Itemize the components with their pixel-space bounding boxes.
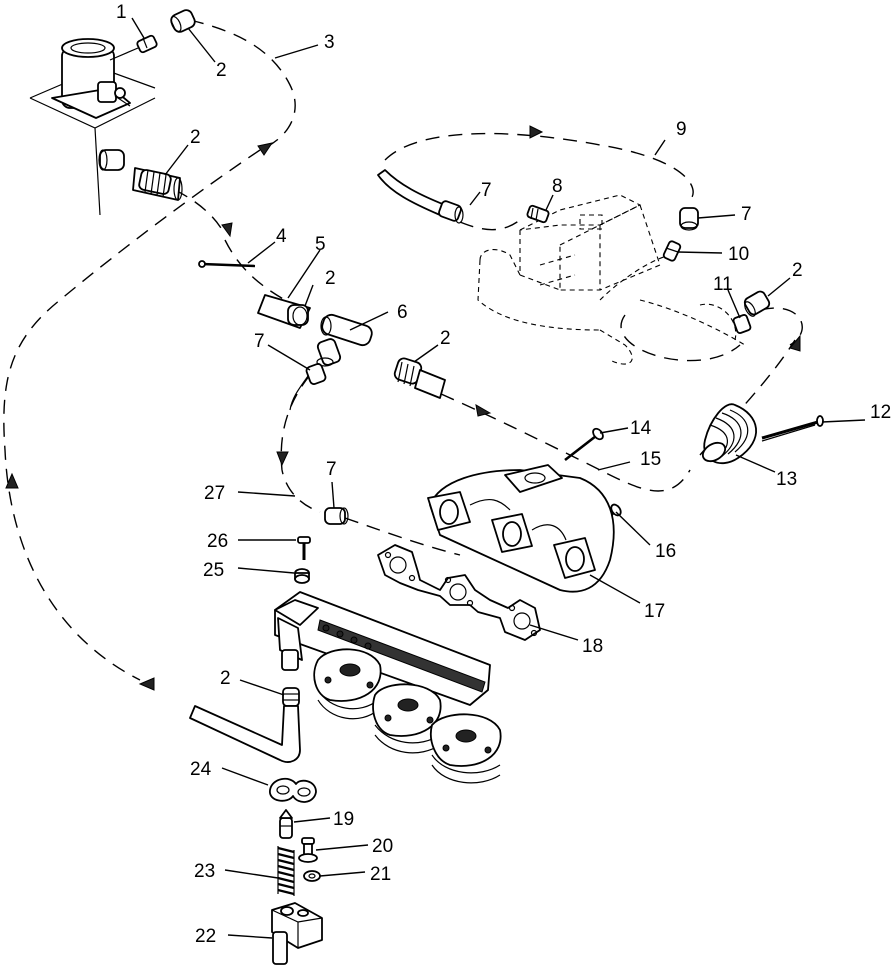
flow-arrows [5,125,801,691]
callout-11: 11 [713,274,733,295]
callout-22: 22 [195,926,216,947]
wire-tie-part-4 [198,260,256,268]
hose-part-9 [377,169,446,216]
fitting-part-8 [526,204,550,224]
fitting-part-10 [662,240,682,262]
hose-part-5 [257,294,311,329]
callout-4: 4 [276,226,287,247]
callout-19: 19 [333,809,354,830]
fitting-part-7-upper [438,200,464,224]
callout-2: 2 [190,127,201,148]
callout-labels: 1 2 3 2 9 7 8 7 4 5 10 2 11 2 6 7 2 12 1… [116,2,891,947]
screw-part-14 [564,427,604,462]
bolt-part-26 [297,536,311,560]
callout-16: 16 [655,541,676,562]
callout-7: 7 [481,180,492,201]
washer-part-21 [303,870,321,882]
hose-clamp-middle [393,357,446,399]
gasket-part-24 [269,777,317,803]
callout-7: 7 [326,459,337,480]
fitting-part-7-right [679,207,699,231]
bellows-part-13 [701,403,757,465]
spring-part-23 [277,846,295,896]
callout-2: 2 [792,260,803,281]
callout-1: 1 [116,2,127,23]
callout-2: 2 [216,60,227,81]
callout-18: 18 [582,636,603,657]
hose-clamp-right [743,290,771,317]
fitting-part-7-lower [324,507,349,525]
callout-8: 8 [552,176,563,197]
callout-24: 24 [190,759,212,780]
pump-body-part-22 [271,902,323,965]
callout-12: 12 [870,402,891,423]
callout-27: 27 [204,483,225,504]
hose-clamp-top [170,9,196,33]
callout-20: 20 [372,836,393,857]
gasket-part-18 [377,544,541,641]
callout-7: 7 [254,331,265,352]
callout-17: 17 [644,601,665,622]
callout-3: 3 [324,32,335,53]
callout-14: 14 [630,418,652,439]
callout-6: 6 [397,302,408,323]
oil-pump-housing-phantom [477,194,746,365]
callout-2: 2 [220,668,231,689]
callout-23: 23 [194,861,215,882]
callout-21: 21 [370,864,391,885]
callout-26: 26 [207,531,228,552]
hose-routing-paths [3,19,803,681]
oil-reservoir-assembly [29,38,156,216]
callout-5: 5 [315,234,326,255]
fitting-part-7-left [289,363,327,411]
washer-part-25 [294,568,310,584]
callout-13: 13 [776,469,797,490]
lower-hose-part-2 [189,687,301,763]
callout-7: 7 [741,204,752,225]
callout-2: 2 [440,328,451,349]
reservoir-hose-section [98,149,183,201]
callout-9: 9 [676,119,687,140]
screw-part-20 [298,837,318,863]
cylinder-head-assembly: ПОЛАРИС [274,591,502,784]
tee-fitting-part-6 [316,313,373,367]
callout-leader-lines [131,17,866,939]
callout-15: 15 [640,449,661,470]
valve-part-19 [279,809,293,839]
callout-10: 10 [728,244,749,265]
fitting-part-1 [136,34,158,54]
exhaust-manifold-part-17 [427,464,615,593]
callout-2: 2 [325,268,336,289]
callout-25: 25 [203,560,224,581]
bolt-part-12 [761,415,824,442]
